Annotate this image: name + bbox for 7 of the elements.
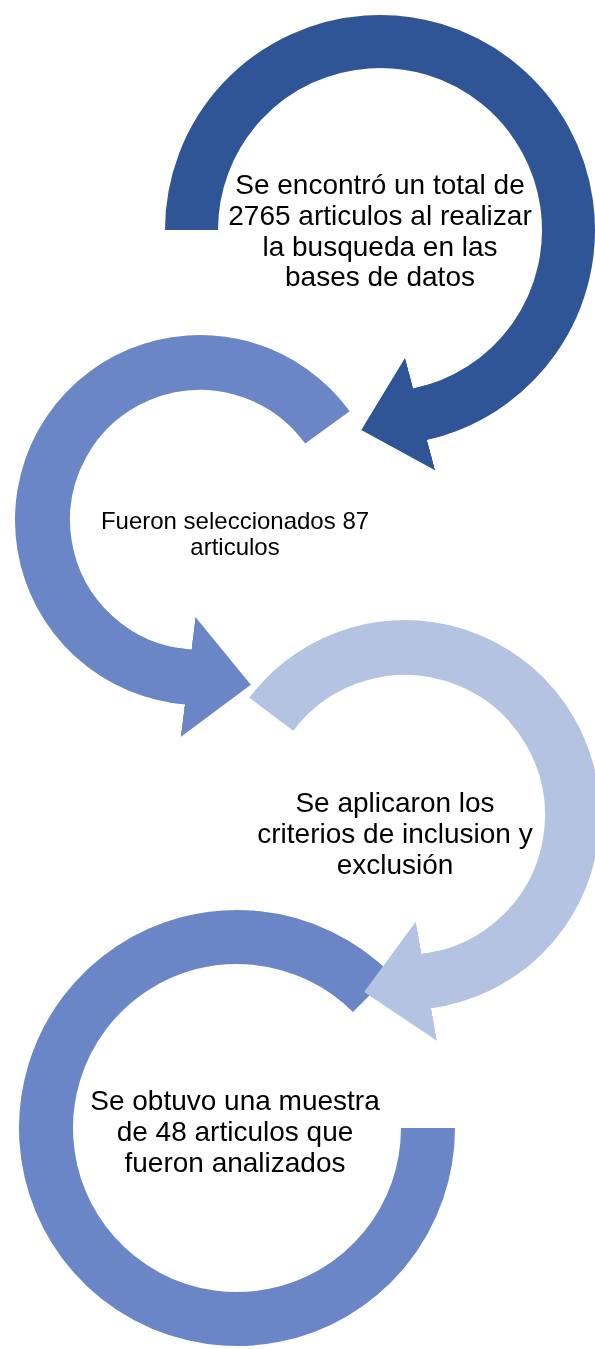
arrowhead [361, 357, 446, 471]
arrowhead [169, 616, 251, 738]
step-text: Se aplicaron los criterios de inclusion y exclusión [256, 788, 534, 881]
step-text: Se encontró un total de 2765 articulos al realizar la busqueda en las bases de datos [228, 170, 532, 294]
step-text: Se obtuvo una muestra de 48 articulos que fueron analizados [90, 1086, 380, 1179]
step-text: Fueron seleccionados 87 articulos [99, 508, 371, 561]
arrowhead [364, 921, 448, 1041]
